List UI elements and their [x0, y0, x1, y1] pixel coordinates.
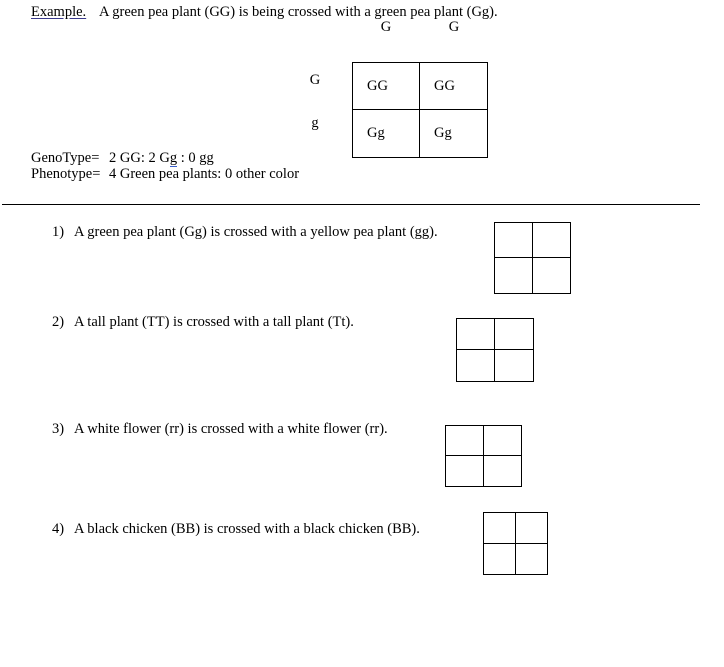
question-3-number: 3)	[52, 421, 65, 437]
genotype-value-marked: g	[169, 150, 178, 167]
example-label: Example.	[31, 4, 87, 20]
question-2-text: 2) A tall plant (TT) is crossed with a ta…	[52, 314, 354, 330]
question-3-text: 3) A white flower (rr) is crossed with a …	[52, 421, 388, 437]
question-4-text: 4) A black chicken (BB) is crossed with a…	[52, 521, 420, 537]
punnett-cell[interactable]	[484, 513, 516, 544]
example-punnett-square: GG GG Gg Gg	[352, 62, 488, 158]
question-3-prompt: A white flower (rr) is crossed with a wh…	[74, 421, 388, 437]
genotype-value-part2: : 0 gg	[177, 150, 214, 166]
question-4-punnett-square[interactable]	[483, 512, 548, 575]
example-row-header-2: g	[311, 115, 319, 131]
example-column-header-2: G	[448, 19, 460, 35]
punnett-cell: GG	[353, 63, 420, 110]
question-4-number: 4)	[52, 521, 65, 537]
question-2-punnett-square[interactable]	[456, 318, 534, 382]
punnett-cell[interactable]	[532, 223, 570, 258]
phenotype-value: 4 Green pea plants: 0 other color	[109, 166, 300, 182]
punnett-cell[interactable]	[484, 456, 522, 486]
punnett-cell: Gg	[353, 110, 420, 157]
phenotype-line: Phenotype= 4 Green pea plants: 0 other co…	[31, 166, 299, 182]
example-column-header-1: G	[380, 19, 392, 35]
punnett-cell[interactable]	[484, 543, 516, 574]
example-sentence: A green pea plant (GG) is being crossed …	[99, 4, 498, 20]
genotype-label: GenoType=	[31, 150, 100, 166]
question-1-punnett-square[interactable]	[494, 222, 571, 294]
example-row-header-1: G	[309, 72, 321, 88]
punnett-cell[interactable]	[457, 319, 495, 350]
genotype-value-part1: 2 GG: 2 G	[109, 150, 170, 166]
question-1-number: 1)	[52, 224, 65, 240]
question-2-prompt: A tall plant (TT) is crossed with a tall…	[74, 314, 354, 330]
punnett-cell[interactable]	[446, 456, 484, 486]
punnett-cell[interactable]	[516, 544, 548, 575]
question-1-text: 1) A green pea plant (Gg) is crossed with…	[52, 224, 438, 240]
punnett-cell[interactable]	[446, 426, 484, 456]
punnett-cell[interactable]	[495, 223, 533, 258]
punnett-cell[interactable]	[533, 258, 571, 293]
question-2-number: 2)	[52, 314, 65, 330]
punnett-cell[interactable]	[457, 350, 495, 381]
phenotype-label: Phenotype=	[31, 166, 101, 182]
question-4-prompt: A black chicken (BB) is crossed with a b…	[74, 521, 420, 537]
punnett-cell: GG	[420, 63, 487, 110]
question-1-prompt: A green pea plant (Gg) is crossed with a…	[74, 224, 438, 240]
punnett-cell[interactable]	[483, 426, 521, 456]
question-3-punnett-square[interactable]	[445, 425, 522, 487]
punnett-cell: Gg	[434, 125, 452, 141]
section-divider	[2, 204, 700, 205]
genotype-line: GenoType= 2 GG: 2 Gg : 0 gg	[31, 150, 214, 167]
punnett-cell[interactable]	[495, 350, 533, 381]
punnett-cell[interactable]	[495, 319, 533, 350]
punnett-cell[interactable]	[515, 513, 547, 544]
punnett-cell[interactable]	[495, 258, 533, 293]
